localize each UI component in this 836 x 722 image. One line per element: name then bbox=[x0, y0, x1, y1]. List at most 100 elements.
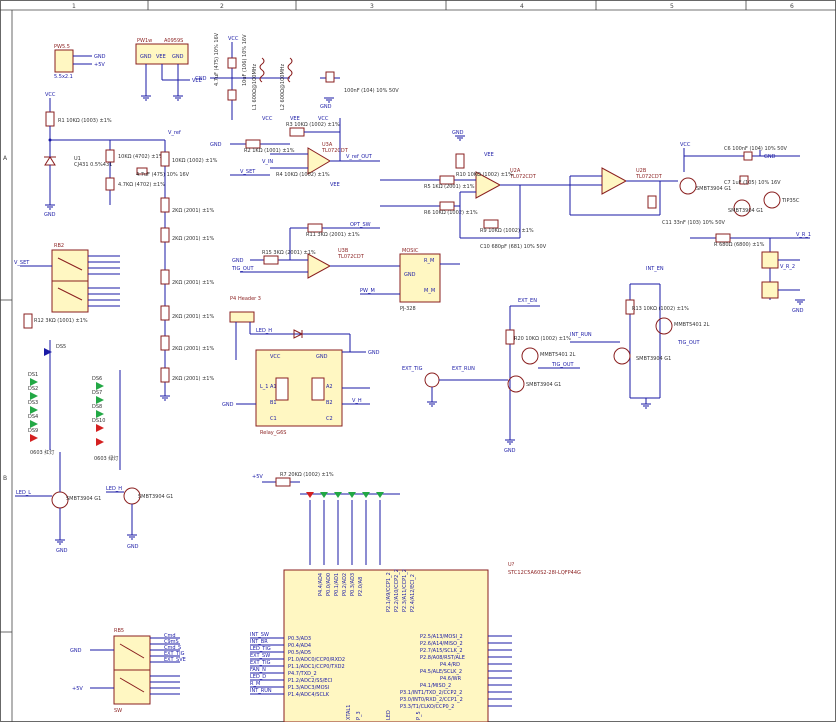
led-left-desc: 0603 红灯 bbox=[30, 449, 54, 456]
out-gnd-top: GND bbox=[764, 154, 776, 160]
rb2-r12: R12 3KΩ (1001) ±1% bbox=[34, 318, 88, 324]
out-vr1: V_R_1 bbox=[796, 232, 811, 238]
led-left-5: DS9 bbox=[28, 428, 38, 442]
led-left-3: DS3 bbox=[28, 400, 38, 414]
led-right-5 bbox=[96, 438, 104, 446]
mcu-top-6: P2.1/A9/CCP1_2 bbox=[386, 572, 392, 612]
mcu-net-5: FAN_N bbox=[250, 667, 266, 673]
ladder-r-3: 2KΩ (2001) ±1% bbox=[172, 280, 214, 286]
led-right-desc: 0603 绿灯 bbox=[94, 455, 118, 462]
rb5-label: SW bbox=[114, 708, 122, 714]
q-right-gnd: GND bbox=[127, 544, 139, 550]
frame-row-b: B bbox=[3, 475, 7, 482]
cap-bulk-label: 10uF (106) 10% 16V bbox=[242, 34, 248, 86]
out-vcc: VCC bbox=[680, 142, 691, 148]
mcu-top-7: P2.2/A10/CCP2_2 bbox=[394, 569, 400, 612]
mcu-left-3: P1.0/ADC0/CCP0/RXD2 bbox=[288, 657, 345, 663]
opamp-u3b: U3B TL072CDT OPT_SW R11 3KΩ (2001) ±1% R… bbox=[231, 222, 400, 279]
ladder-r-1: 2KΩ (2001) ±1% bbox=[172, 208, 214, 214]
mcu-left-nets: INT_SW INT_BR LED_TIG EXT_SW EXT_TIG FAN… bbox=[250, 632, 284, 695]
frame-col-5: 5 bbox=[670, 3, 674, 10]
mcu-bottom-1: P_3 bbox=[356, 711, 362, 720]
mcu-right-3: P2.8/A08/RST/ALE bbox=[420, 655, 465, 661]
led-right-1-label: DS6 bbox=[92, 376, 102, 382]
u3b-gnd: GND bbox=[232, 258, 244, 264]
ext-tig-out: TIG_OUT bbox=[551, 362, 574, 368]
u2a-r5: R5 1KΩ (2001) ±1% bbox=[424, 184, 475, 190]
ext-q5: SMBT3904 G1 bbox=[526, 382, 561, 388]
mcu-right-stubs bbox=[488, 635, 512, 707]
p4-ref: P4 bbox=[230, 296, 236, 302]
voltage-reference: VCC R1 10KΩ (1003) ±1% U1 CJ431 0.5%431 … bbox=[44, 92, 190, 218]
u3a-part: TL072CDT bbox=[321, 148, 349, 154]
u2b-part: TL072CDT bbox=[635, 174, 663, 180]
mcu-top-0: P4.4/AD4 bbox=[318, 573, 324, 596]
int-run-net: INT_RUN bbox=[570, 332, 592, 338]
vref-div-2: 4.7KΩ (4702) ±1% bbox=[118, 182, 165, 188]
mcu-ref: U? bbox=[508, 562, 515, 568]
relay-pin-a1: A1 bbox=[270, 384, 277, 390]
ext-run-circuit: EXT_EN R20 10KΩ (1002) ±1% MMBT5401 2L T… bbox=[402, 298, 580, 454]
power-switch: PW1w A0959S GND VEE GND VEE bbox=[135, 38, 202, 101]
pw-sw-pin-2: VEE bbox=[156, 54, 166, 60]
mcu-right-6: P4.6/WR bbox=[440, 676, 462, 682]
int-q8: SMBT3904 G1 bbox=[636, 356, 671, 362]
vref-vcc: VCC bbox=[45, 92, 56, 98]
mosfet-part: PJ-328 bbox=[400, 306, 416, 312]
mcu-right-2: P2.7/A15/SCLK_2 bbox=[420, 648, 463, 654]
u2a-ref: U2A bbox=[510, 168, 521, 174]
mcu-right-7: P4.1/MISO_2 bbox=[420, 683, 451, 689]
vref-gnd: GND bbox=[44, 212, 56, 218]
int-tig-out: TIG_OUT bbox=[677, 340, 700, 346]
u3a-r3: R3 10KΩ (1002) ±1% bbox=[286, 122, 340, 128]
u3a-r2: R2 1KΩ (1001) ±1% bbox=[244, 148, 295, 154]
u3a-vset: V_SET bbox=[240, 169, 256, 175]
mcu-part: STC12C5A60S2-28I-LQFP44G bbox=[508, 570, 581, 576]
mcu-top-2: P0.1/AD1 bbox=[334, 573, 340, 596]
u2b-ref: U2B bbox=[636, 168, 647, 174]
mcu-net-8: INT_RUN bbox=[250, 688, 272, 694]
mcu-left-8: P1.4/ADC4/SCLK bbox=[288, 692, 330, 698]
relay-gnd-left: GND bbox=[222, 402, 234, 408]
vcc-rail-label: VCC bbox=[228, 36, 239, 42]
relay-gnd-net: GND bbox=[368, 350, 380, 356]
led-row-r: R7 20KΩ (1002) ±1% bbox=[280, 472, 334, 478]
cap-filt-label: 100nF (104) 10% 50V bbox=[344, 88, 399, 94]
relay-pin-c2: C2 bbox=[326, 416, 333, 422]
mcu-right-0: P2.5/A13/MOSI_2 bbox=[420, 634, 463, 640]
mcu-right-4: P4.4/RD bbox=[440, 662, 460, 668]
pw-sw-part: A0959S bbox=[164, 38, 183, 44]
out-c6: C6 100nF (104) 10% 50V bbox=[724, 146, 788, 152]
vref-cap: 4.7uF (475) 10% 16V bbox=[136, 172, 190, 178]
ladder-r-6: 2KΩ (2001) ±1% bbox=[172, 376, 214, 382]
pw-sw-pin-1: GND bbox=[140, 54, 152, 60]
relay-pin-vcc: VCC bbox=[270, 354, 281, 360]
mcu-right-9: P3.0/INT0/RXD_2/CCP1_2 bbox=[400, 697, 463, 703]
u3b-r15: R15 3KΩ (2001) ±1% bbox=[262, 250, 316, 256]
led-right-2: DS7 bbox=[92, 390, 104, 404]
rb5-gnd: GND bbox=[70, 648, 82, 654]
out-gnd-bot: GND bbox=[792, 308, 804, 314]
mcu-top-9: P2.4/A12/ECI_2 bbox=[410, 574, 416, 612]
int-run-circuit: INT_EN R13 10KΩ (1002) ±1% MMBT5401 2L T… bbox=[570, 266, 710, 409]
mcu-right-5: P4.5/ALE/SCLK_2 bbox=[420, 669, 462, 675]
relay-block: P4 Header 3 LED_H Relay_G6S VCC GND L_1 … bbox=[222, 296, 380, 436]
int-r13: R13 10KΩ (1002) ±1% bbox=[632, 306, 689, 312]
mcu-left-1: P0.4/AD4 bbox=[288, 643, 311, 649]
out-vr2: V_R_2 bbox=[780, 264, 795, 270]
inductor-l2: L2 600Ω@100MHz bbox=[280, 63, 286, 110]
led-right-4: DS10 bbox=[92, 418, 105, 432]
pwr-conn-5v: +5V bbox=[94, 62, 105, 68]
led-right-3: DS8 bbox=[92, 404, 104, 418]
led-left-1: DS1 bbox=[28, 372, 38, 386]
led-top-label: DS5 bbox=[56, 344, 66, 350]
u3a-vee: VEE bbox=[330, 182, 340, 188]
led-driver-q-right: LED_H GND SMBT3904 G1 bbox=[106, 486, 173, 550]
mcu-net-3: EXT_SW bbox=[250, 653, 270, 659]
u3a-vin: V_IN bbox=[262, 159, 273, 165]
pw-sw-vee-net: VEE bbox=[192, 78, 202, 84]
opt-sw-net: OPT_SW bbox=[350, 222, 371, 228]
mcu-top-pins: P4.4/AD4 P0.0/AD0 P0.1/AD1 P0.2/AD2 P0.3… bbox=[318, 569, 416, 612]
vref-div-1: 10KΩ (4702) ±1% bbox=[118, 154, 164, 160]
mcu-left-6: P1.2/ADC2/SS/ECI bbox=[288, 678, 332, 684]
